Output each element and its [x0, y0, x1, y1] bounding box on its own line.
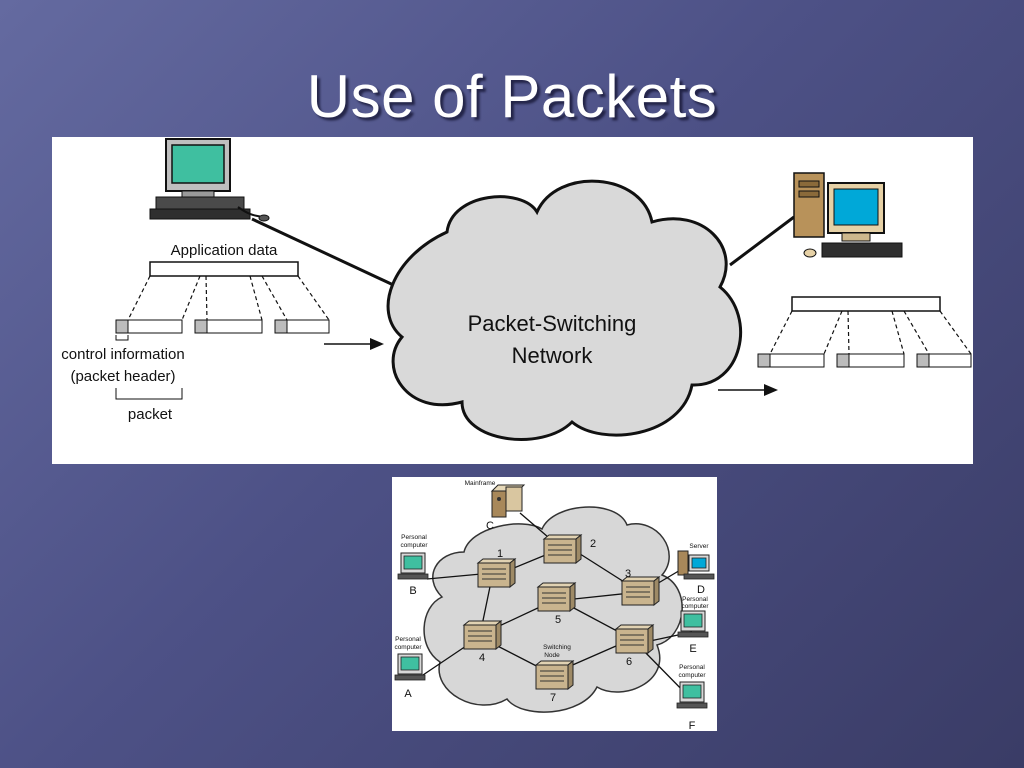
reassembled-data-block: [791, 296, 941, 312]
received-packet-2: [836, 353, 905, 368]
pc-f-label-1: Personal: [679, 664, 705, 671]
switching-node-1-icon: [477, 558, 516, 588]
packet-header-label: (packet header): [70, 368, 175, 385]
pc-f-label-2: computer: [678, 672, 706, 679]
server-icon: [677, 550, 715, 580]
network-cloud: [386, 179, 743, 441]
network-topology: 1 2 3 4 5 6 7 Switching Node Mainframe C…: [394, 480, 715, 732]
endpoint-label-c: C: [486, 520, 494, 532]
pc-a-label-1: Personal: [395, 636, 421, 643]
cloud-label-1: Packet-Switching: [468, 311, 637, 336]
packet-middle: [194, 319, 263, 334]
destination-computer-icon: [793, 172, 903, 258]
node-label-4: 4: [479, 652, 485, 664]
packet-label: packet: [128, 406, 173, 423]
node-label-2: 2: [590, 538, 596, 550]
pc-e-label-2: computer: [681, 603, 709, 610]
personal-computer-b-icon: [397, 552, 429, 580]
header-bracket: [115, 335, 129, 341]
packet-diagram: Packet-Switching Network Application dat…: [61, 138, 972, 441]
received-packet-1: [757, 353, 825, 368]
mainframe-icon: [490, 484, 526, 518]
mainframe-label: Mainframe: [465, 480, 496, 487]
personal-computer-e-icon: [677, 610, 709, 638]
endpoint-label-e: E: [689, 643, 696, 655]
endpoint-label-d: D: [697, 584, 705, 596]
arrow-out-icon: [718, 384, 778, 396]
received-packet-3: [916, 353, 972, 368]
application-data-block: [149, 261, 299, 277]
link-left: [251, 217, 403, 291]
node-label-1: 1: [497, 548, 503, 560]
endpoint-label-f: F: [689, 720, 696, 731]
node-label-5: 5: [555, 614, 561, 626]
personal-computer-f-icon: [676, 681, 708, 709]
source-computer-icon: [149, 138, 270, 222]
network-topology-panel: 1 2 3 4 5 6 7 Switching Node Mainframe C…: [392, 477, 717, 732]
endpoint-label-b: B: [409, 585, 416, 597]
packet-bracket: [115, 388, 183, 400]
packet-left: [115, 319, 183, 334]
application-data-label: Application data: [171, 242, 278, 259]
node-label-3: 3: [625, 568, 631, 580]
switching-node-4-icon: [463, 620, 502, 650]
pc-e-label-1: Personal: [682, 596, 708, 603]
switching-node-6-icon: [615, 624, 654, 654]
node-label-7: 7: [550, 692, 556, 704]
packet-right: [274, 319, 330, 334]
control-information-label: control information: [61, 346, 184, 363]
pc-b-label-2: computer: [400, 542, 428, 549]
server-label: Server: [689, 543, 709, 550]
arrow-in-icon: [324, 338, 384, 350]
pc-b-label-1: Personal: [401, 534, 427, 541]
pc-a-label-2: computer: [394, 644, 422, 651]
switching-node-5-icon: [537, 582, 576, 612]
personal-computer-a-icon: [394, 653, 426, 681]
endpoint-label-a: A: [404, 688, 412, 700]
switching-node-7-icon: [535, 660, 574, 690]
packet-diagram-panel: Packet-Switching Network Application dat…: [52, 137, 973, 464]
switching-node-2-icon: [543, 534, 582, 564]
cloud-label-2: Network: [512, 343, 594, 368]
node-label-6: 6: [626, 656, 632, 668]
switching-node-label-1: Switching: [543, 644, 571, 651]
merge-lines: [769, 310, 972, 355]
slide-title: Use of Packets: [306, 63, 718, 130]
switching-node-label-2: Node: [544, 652, 560, 659]
link-right: [729, 215, 795, 267]
split-lines: [127, 275, 330, 321]
switching-node-3-icon: [621, 576, 660, 606]
